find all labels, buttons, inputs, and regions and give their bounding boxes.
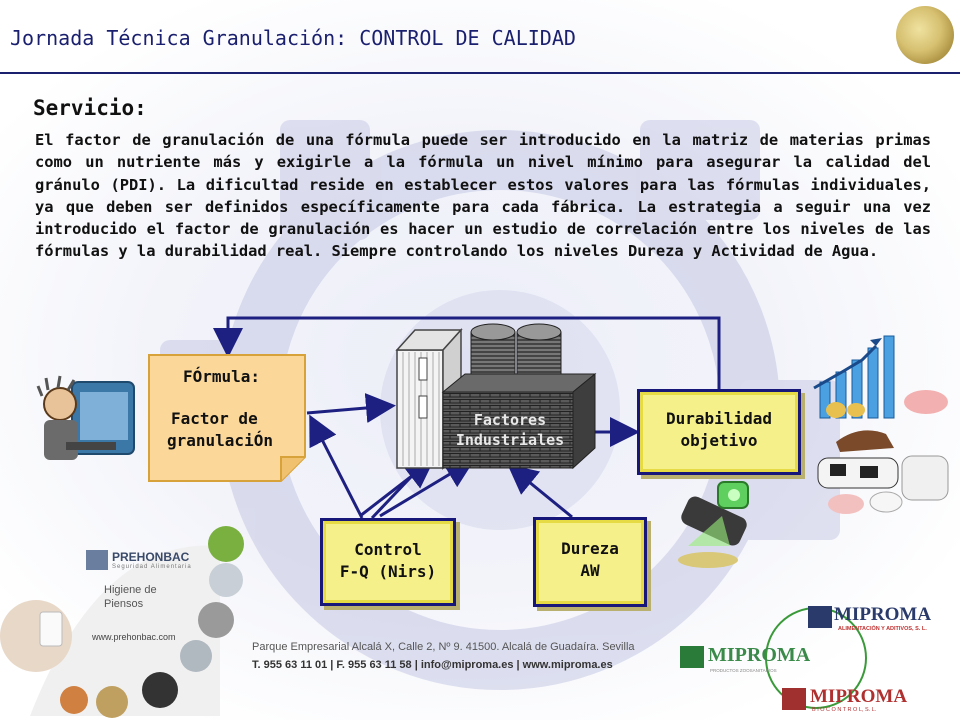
miproma-low-mark	[782, 688, 806, 710]
miproma-mid-sub: PRODUCTOS ZOOSANITARIOS	[710, 668, 777, 673]
prehonbac-sub: Seguridad Alimentaria	[112, 564, 192, 570]
control-label-2: F-Q (Nirs)	[339, 562, 437, 581]
hardness-label-2: AW	[580, 561, 600, 580]
factory-label: Factores Industriales	[440, 410, 580, 450]
control-label-1: Control	[354, 540, 422, 559]
prehonbac-logo-mark	[86, 550, 108, 570]
hardness-label-1: Dureza	[561, 539, 619, 558]
control-box: Control F-Q (Nirs)	[320, 518, 456, 606]
durability-label-1: Durabilidad	[666, 409, 772, 428]
durability-label-2: objetivo	[680, 431, 758, 450]
prehonbac-line1: Higiene de	[104, 584, 157, 596]
miproma-main-sub: ALIMENTACIÓN Y ADITIVOS, S. L.	[838, 626, 927, 632]
footer-address: Parque Empresarial Alcalá X, Calle 2, Nº…	[252, 641, 635, 653]
formula-note: FÓrmula: Factor de granulaciÓn	[147, 353, 306, 482]
formula-granulation: granulaciÓn	[167, 431, 273, 450]
miproma-main-name: MIPROMA	[834, 604, 932, 625]
miproma-low-name: MIPROMA	[810, 686, 908, 707]
factory-label-line2: Industriales	[455, 431, 565, 449]
miproma-main-mark	[808, 606, 832, 628]
pellets-photo	[896, 6, 954, 64]
footer-address-block: Parque Empresarial Alcalá X, Calle 2, Nº…	[252, 638, 672, 674]
formula-title: FÓrmula:	[183, 367, 261, 386]
scientist-computer-icon	[36, 375, 135, 460]
slide-title: Jornada Técnica Granulación: CONTROL DE …	[10, 26, 576, 50]
body-paragraph: El factor de granulación de una fórmula …	[35, 131, 931, 261]
formula-factor: Factor de	[171, 409, 258, 428]
lab-analyzer-icon	[678, 481, 749, 568]
prehonbac-line2: Piensos	[104, 598, 144, 610]
title-underline	[0, 72, 960, 74]
growth-chart-animals-icon	[813, 335, 949, 514]
miproma-low-sub: B I O C O N T R O L, S. L.	[812, 707, 877, 713]
section-heading: Servicio:	[33, 96, 147, 120]
factory-label-line1: Factores	[473, 411, 547, 429]
miproma-mid-name: MIPROMA	[708, 644, 811, 666]
miproma-mid-mark	[680, 646, 704, 668]
footer-contact: T. 955 63 11 01 | F. 955 63 11 58 | info…	[252, 659, 613, 671]
prehonbac-url[interactable]: www.prehonbac.com	[92, 632, 176, 642]
durability-box: Durabilidad objetivo	[637, 389, 801, 475]
prehonbac-banner: PREHONBAC Seguridad Alimentaria Higiene …	[0, 526, 260, 720]
factory-icon	[395, 323, 597, 470]
prehonbac-brand: PREHONBAC	[112, 550, 190, 564]
hardness-box: Dureza AW	[533, 517, 647, 607]
